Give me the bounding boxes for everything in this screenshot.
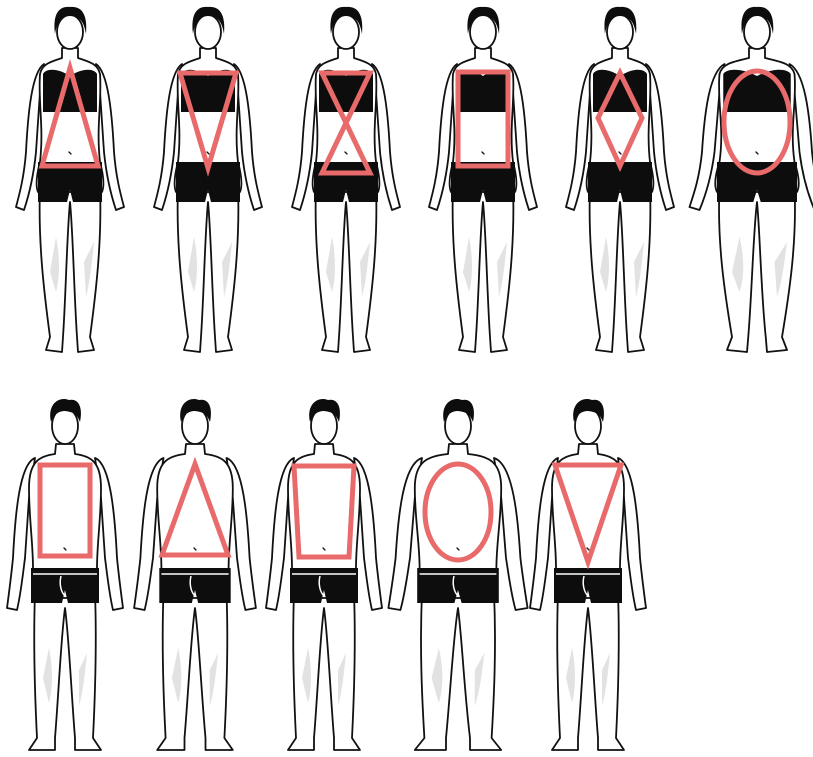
legs bbox=[29, 593, 101, 750]
male-figure-trapezoid bbox=[266, 399, 382, 750]
head bbox=[744, 15, 770, 49]
female-figure-triangle bbox=[16, 7, 124, 352]
head bbox=[607, 15, 633, 49]
male-figure-rectangle bbox=[7, 399, 123, 750]
male-figure-inverted-triangle bbox=[530, 399, 646, 750]
legs bbox=[178, 187, 239, 352]
head bbox=[195, 15, 221, 49]
male-figures-row bbox=[7, 399, 646, 750]
head bbox=[333, 15, 359, 49]
head bbox=[57, 15, 83, 49]
female-figure-oval bbox=[690, 7, 813, 352]
legs bbox=[40, 187, 101, 352]
legs bbox=[453, 187, 514, 352]
male-figure-triangle bbox=[134, 399, 256, 750]
legs bbox=[552, 593, 624, 750]
female-figure-diamond bbox=[566, 7, 674, 352]
legs bbox=[590, 187, 651, 352]
female-figure-hourglass bbox=[292, 7, 400, 352]
female-figure-inverted-triangle bbox=[154, 7, 262, 352]
female-figures-row bbox=[16, 7, 813, 352]
legs bbox=[415, 593, 501, 750]
legs bbox=[157, 593, 233, 750]
legs bbox=[316, 187, 377, 352]
male-figure-oval bbox=[388, 399, 527, 750]
head bbox=[470, 15, 496, 49]
legs bbox=[719, 187, 795, 352]
sports-bra bbox=[319, 70, 373, 112]
sports-bra bbox=[456, 70, 510, 112]
female-figure-rectangle bbox=[429, 7, 537, 352]
legs bbox=[288, 593, 360, 750]
